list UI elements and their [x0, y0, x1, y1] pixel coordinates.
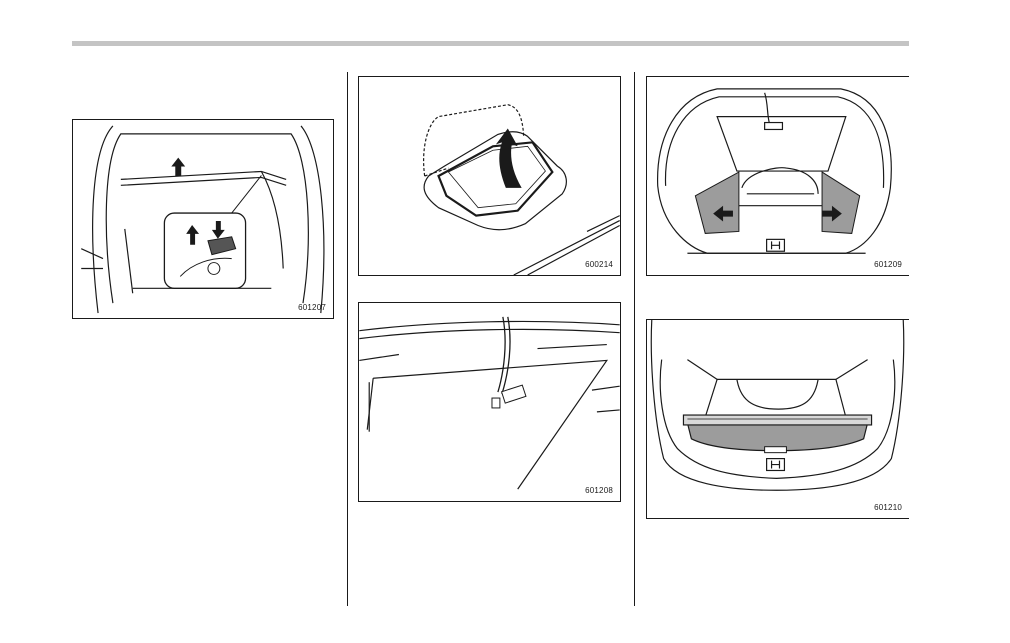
cargo-area-icon — [658, 89, 892, 253]
figure-cargo-cover-installed: 601210 — [646, 319, 909, 519]
curved-arrow-icon — [496, 128, 522, 187]
figure-code: 601210 — [874, 503, 902, 512]
figure-cargo-cover-remove: 601207 — [72, 119, 334, 319]
tonneau-cover-holder-icon — [164, 175, 261, 288]
figure-lid-open: 600214 — [358, 76, 621, 276]
installed-cover-illustration — [647, 320, 909, 518]
cargo-cover-strap-icon — [492, 317, 526, 408]
figure-code: 601207 — [298, 303, 326, 312]
column-divider-right — [634, 72, 635, 606]
rear-gate-opening-illustration — [73, 120, 333, 318]
figure-cargo-cover-strap: 601208 — [358, 302, 621, 502]
column-divider-left — [347, 72, 348, 606]
header-rule — [72, 41, 909, 46]
figure-code: 600214 — [585, 260, 613, 269]
arrow-up-icon — [171, 158, 185, 177]
figure-cargo-area-arrows: 601209 — [646, 76, 909, 276]
cargo-cover-icon — [683, 415, 871, 453]
floor-lid-illustration — [359, 77, 620, 275]
figure-code: 601209 — [874, 260, 902, 269]
figure-code: 601208 — [585, 486, 613, 495]
cargo-area-illustration — [647, 77, 909, 275]
cargo-cover-illustration — [359, 303, 620, 501]
